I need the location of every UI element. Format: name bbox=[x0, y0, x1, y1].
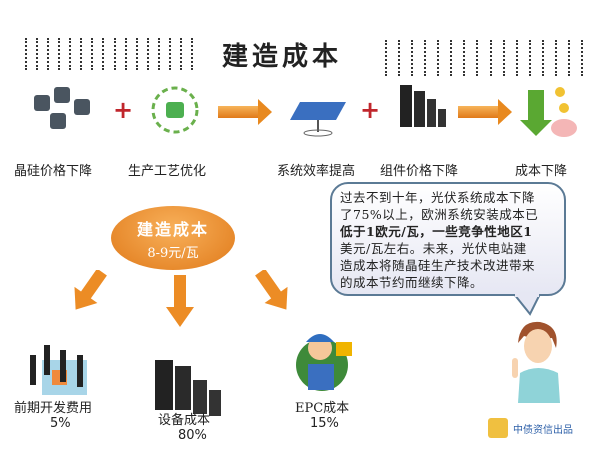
breakdown-arrows bbox=[74, 270, 288, 327]
brand-name: 中债资信出品 bbox=[513, 424, 573, 436]
center-value: 8-9元/瓦 bbox=[147, 246, 199, 261]
center-title: 建造成本 bbox=[136, 220, 209, 239]
step-label: 晶硅价格下降 bbox=[14, 164, 93, 179]
silicon-chips-icon bbox=[34, 87, 90, 129]
cost-down-icon bbox=[520, 87, 577, 137]
breakdown-label: 设备成本 bbox=[158, 413, 211, 428]
solar-panels-icon bbox=[400, 85, 446, 127]
bubble-line: 低于1欧元/瓦，一些竞争性地区1 bbox=[340, 224, 533, 239]
arrow-right-icon bbox=[458, 99, 512, 125]
plus-sign: + bbox=[113, 96, 134, 124]
plus-sign: + bbox=[360, 96, 381, 124]
step-label: 系统效率提高 bbox=[277, 164, 356, 179]
arrow-down-left-icon bbox=[74, 270, 107, 310]
step-label: 组件价格下降 bbox=[380, 164, 459, 179]
epc-worker-icon bbox=[296, 334, 352, 391]
process-optimization-icon bbox=[151, 86, 199, 134]
center-cost-ellipse: 建造成本 8-9元/瓦 bbox=[111, 206, 235, 270]
bubble-line: 过去不到十年，光伏系统成本下降 bbox=[340, 190, 536, 205]
page-title: 建造成本 bbox=[222, 42, 343, 72]
logo-icon bbox=[488, 418, 508, 438]
solar-panels-icon bbox=[155, 360, 221, 416]
brand-logo: 中债资信出品 bbox=[488, 418, 573, 438]
breakdown-label: 前期开发费用 bbox=[14, 401, 93, 416]
bubble-line: 造成本将随晶硅生产技术改进带来 bbox=[340, 258, 536, 273]
bubble-line: 的成本节约而继续下降。 bbox=[340, 275, 484, 290]
dotted-lines-right bbox=[385, 40, 585, 76]
speech-bubble: 过去不到十年，光伏系统成本下降 了75%以上，欧洲系统安装成本已 低于1欧元/瓦… bbox=[330, 182, 566, 296]
woman-presenter-icon bbox=[512, 321, 560, 403]
bubble-line: 了75%以上，欧洲系统安装成本已 bbox=[340, 207, 539, 222]
breakdown-percent: 5% bbox=[50, 416, 71, 431]
breakdown-percent: 80% bbox=[178, 428, 207, 443]
dotted-lines-left bbox=[25, 38, 195, 70]
solar-tracker-icon bbox=[290, 102, 346, 137]
bubble-line: 美元/瓦左右。未来，光伏电站建 bbox=[340, 241, 527, 256]
breakdown-label: EPC成本 bbox=[295, 401, 350, 416]
step-label: 生产工艺优化 bbox=[128, 164, 207, 179]
business-people-icon bbox=[30, 345, 87, 395]
step-label: 成本下降 bbox=[515, 164, 568, 179]
arrow-down-icon bbox=[166, 275, 194, 327]
arrow-right-icon bbox=[218, 99, 272, 125]
arrow-down-right-icon bbox=[255, 270, 288, 310]
breakdown-percent: 15% bbox=[310, 416, 339, 431]
bubble-tail bbox=[512, 294, 542, 316]
